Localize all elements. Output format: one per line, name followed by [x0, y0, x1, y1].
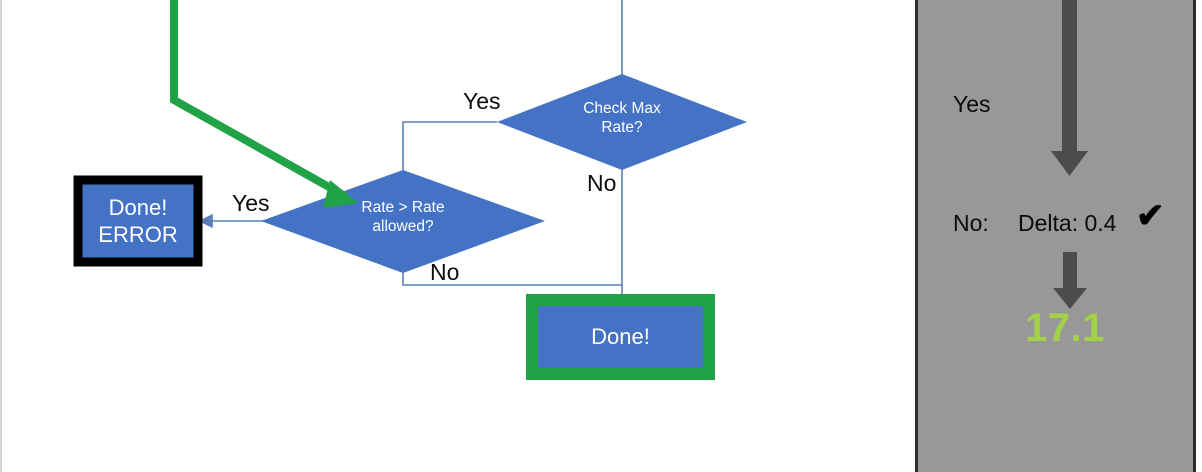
panel-result-value: 17.1 [1025, 306, 1105, 350]
checkmark-icon: ✔ [1136, 197, 1165, 235]
panel-label-yes: Yes [953, 91, 991, 117]
node-done[interactable] [526, 294, 715, 380]
node-done-error[interactable] [73, 175, 203, 267]
green-highlight-arrow [170, 0, 358, 208]
edge-label-yes-check-max: Yes [463, 88, 501, 114]
connector-rateallowed-yes-to-checkmax [402, 121, 497, 170]
canvas-left-border [0, 0, 2, 472]
edge-label-yes-rate-allowed: Yes [232, 190, 270, 216]
right-gray-panel: Yes No: Delta: 0.4 ✔ 17.1 [915, 0, 1196, 472]
panel-label-delta: Delta: 0.4 [1018, 210, 1117, 236]
node-rate-gt-rate-allowed[interactable] [261, 170, 545, 273]
node-check-max-rate[interactable] [497, 74, 747, 170]
panel-arrows [1051, 0, 1088, 309]
panel-label-no: No: [953, 210, 989, 236]
panel-arrow-bottom-icon [1053, 252, 1087, 309]
edge-label-no-check-max: No [587, 170, 617, 196]
edge-label-no-rate-allowed: No [430, 259, 460, 285]
panel-arrow-top-icon [1051, 0, 1088, 176]
connector-rateallowed-no [402, 273, 622, 286]
